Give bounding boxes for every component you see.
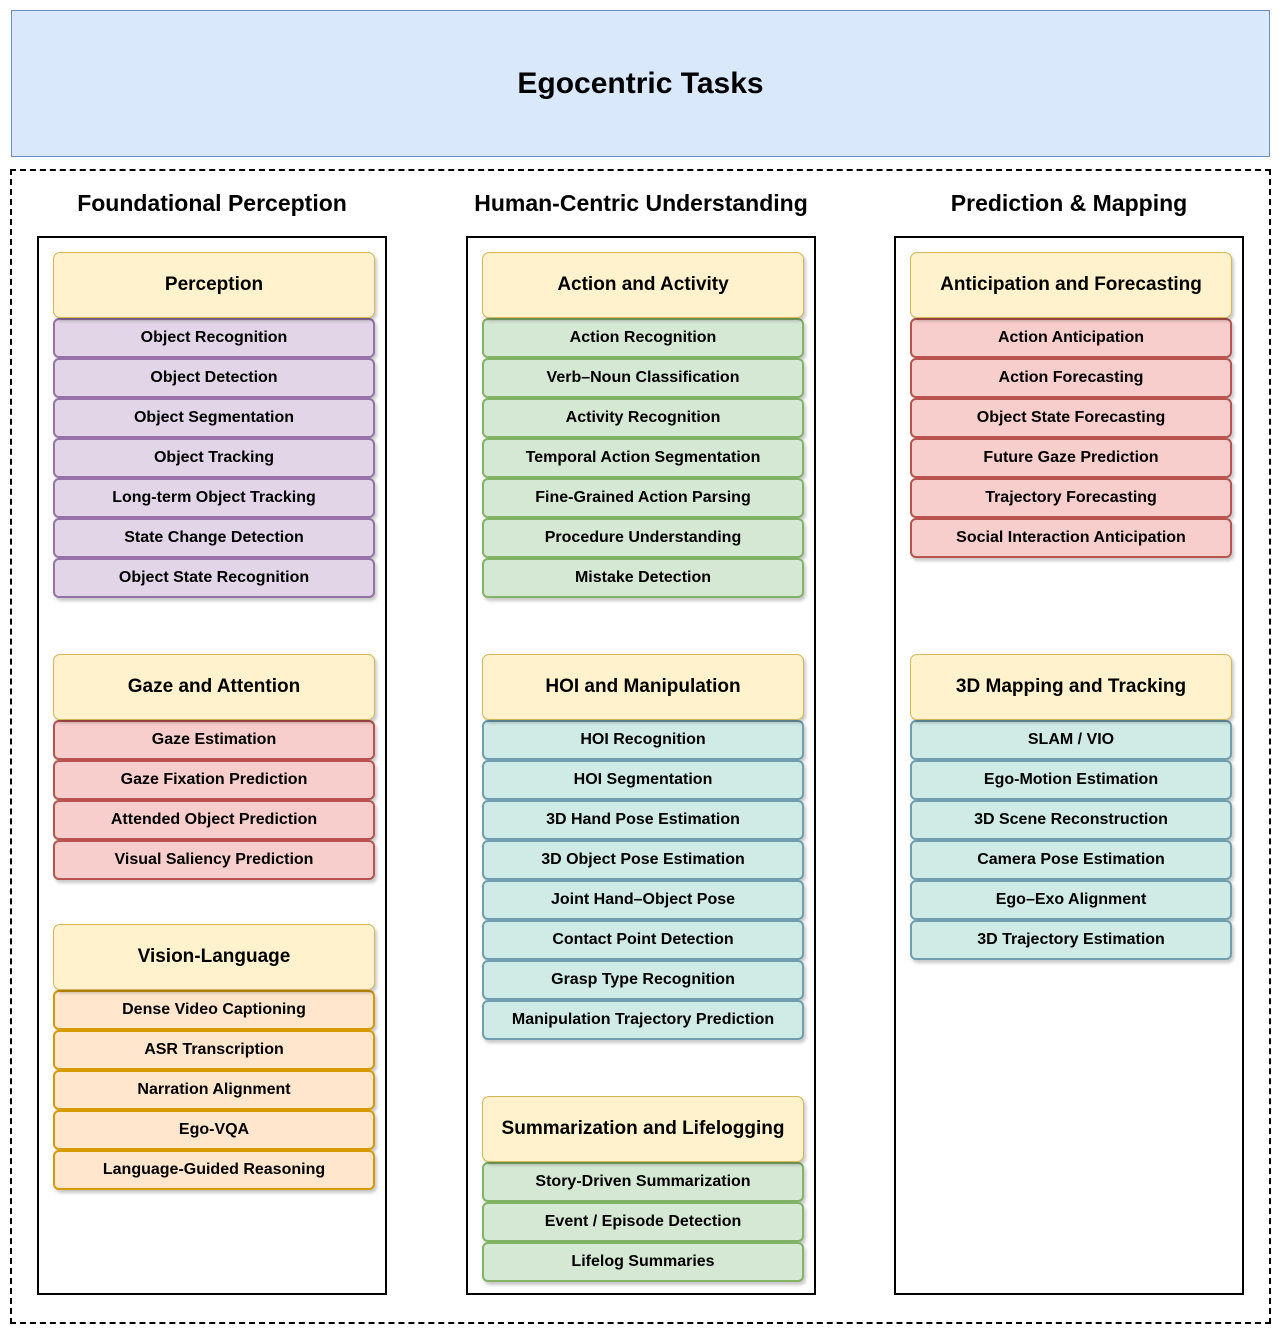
task-item: Object Detection: [53, 358, 375, 398]
task-item: 3D Hand Pose Estimation: [482, 800, 804, 840]
column-human-centric-understanding: Human-Centric Understanding Action and A…: [466, 0, 816, 1332]
task-item: Trajectory Forecasting: [910, 478, 1232, 518]
group-hoi-and-manipulation: HOI and Manipulation HOI Recognition HOI…: [482, 654, 804, 1040]
task-item: Dense Video Captioning: [53, 990, 375, 1030]
group-header: Summarization and Lifelogging: [482, 1096, 804, 1162]
group-anticipation-and-forecasting: Anticipation and Forecasting Action Anti…: [910, 252, 1232, 558]
task-item: ASR Transcription: [53, 1030, 375, 1070]
task-item: Object State Recognition: [53, 558, 375, 598]
column-heading: Prediction & Mapping: [950, 190, 1188, 216]
task-item: 3D Scene Reconstruction: [910, 800, 1232, 840]
group-header: 3D Mapping and Tracking: [910, 654, 1232, 720]
task-item: Fine-Grained Action Parsing: [482, 478, 804, 518]
task-item: HOI Segmentation: [482, 760, 804, 800]
task-item: Object Tracking: [53, 438, 375, 478]
task-item: Social Interaction Anticipation: [910, 518, 1232, 558]
task-item: Verb–Noun Classification: [482, 358, 804, 398]
group-summarization-and-lifelogging: Summarization and Lifelogging Story-Driv…: [482, 1096, 804, 1282]
task-item: Action Recognition: [482, 318, 804, 358]
column-heading: Human-Centric Understanding: [474, 190, 808, 216]
task-item: Contact Point Detection: [482, 920, 804, 960]
column-heading: Foundational Perception: [77, 190, 347, 216]
group-gaze-and-attention: Gaze and Attention Gaze Estimation Gaze …: [53, 654, 375, 880]
column-foundational-perception: Foundational Perception Perception Objec…: [37, 0, 387, 1332]
task-item: Object Recognition: [53, 318, 375, 358]
column-box: Perception Object Recognition Object Det…: [37, 236, 387, 1295]
task-item: Mistake Detection: [482, 558, 804, 598]
task-item: SLAM / VIO: [910, 720, 1232, 760]
column-prediction-and-mapping: Prediction & Mapping Anticipation and Fo…: [894, 0, 1244, 1332]
group-header: HOI and Manipulation: [482, 654, 804, 720]
column-box: Anticipation and Forecasting Action Anti…: [894, 236, 1244, 1295]
task-item: Gaze Fixation Prediction: [53, 760, 375, 800]
diagram-title: Egocentric Tasks: [517, 66, 764, 100]
task-item: Activity Recognition: [482, 398, 804, 438]
task-item: Ego–Exo Alignment: [910, 880, 1232, 920]
task-item: Action Anticipation: [910, 318, 1232, 358]
group-header: Action and Activity: [482, 252, 804, 318]
group-vision-language: Vision-Language Dense Video Captioning A…: [53, 924, 375, 1190]
title-banner: Egocentric Tasks: [11, 10, 1270, 157]
task-item: Narration Alignment: [53, 1070, 375, 1110]
task-item: Ego-VQA: [53, 1110, 375, 1150]
task-item: Procedure Understanding: [482, 518, 804, 558]
task-item: 3D Object Pose Estimation: [482, 840, 804, 880]
task-item: Camera Pose Estimation: [910, 840, 1232, 880]
task-item: Story-Driven Summarization: [482, 1162, 804, 1202]
task-item: Language-Guided Reasoning: [53, 1150, 375, 1190]
task-item: Object Segmentation: [53, 398, 375, 438]
task-item: State Change Detection: [53, 518, 375, 558]
task-item: Ego-Motion Estimation: [910, 760, 1232, 800]
column-box: Action and Activity Action Recognition V…: [466, 236, 816, 1295]
group-header: Vision-Language: [53, 924, 375, 990]
group-header: Anticipation and Forecasting: [910, 252, 1232, 318]
group-action-and-activity: Action and Activity Action Recognition V…: [482, 252, 804, 598]
task-item: Gaze Estimation: [53, 720, 375, 760]
task-item: Grasp Type Recognition: [482, 960, 804, 1000]
outer-dashed-frame: [10, 169, 1271, 1324]
group-header: Gaze and Attention: [53, 654, 375, 720]
task-item: HOI Recognition: [482, 720, 804, 760]
task-item: Event / Episode Detection: [482, 1202, 804, 1242]
task-item: Object State Forecasting: [910, 398, 1232, 438]
group-header: Perception: [53, 252, 375, 318]
task-item: Temporal Action Segmentation: [482, 438, 804, 478]
group-3d-mapping-and-tracking: 3D Mapping and Tracking SLAM / VIO Ego-M…: [910, 654, 1232, 960]
task-item: Visual Saliency Prediction: [53, 840, 375, 880]
task-item: 3D Trajectory Estimation: [910, 920, 1232, 960]
task-item: Attended Object Prediction: [53, 800, 375, 840]
task-item: Action Forecasting: [910, 358, 1232, 398]
task-item: Future Gaze Prediction: [910, 438, 1232, 478]
task-item: Manipulation Trajectory Prediction: [482, 1000, 804, 1040]
task-item: Long-term Object Tracking: [53, 478, 375, 518]
task-item: Lifelog Summaries: [482, 1242, 804, 1282]
group-perception: Perception Object Recognition Object Det…: [53, 252, 375, 598]
task-item: Joint Hand–Object Pose: [482, 880, 804, 920]
